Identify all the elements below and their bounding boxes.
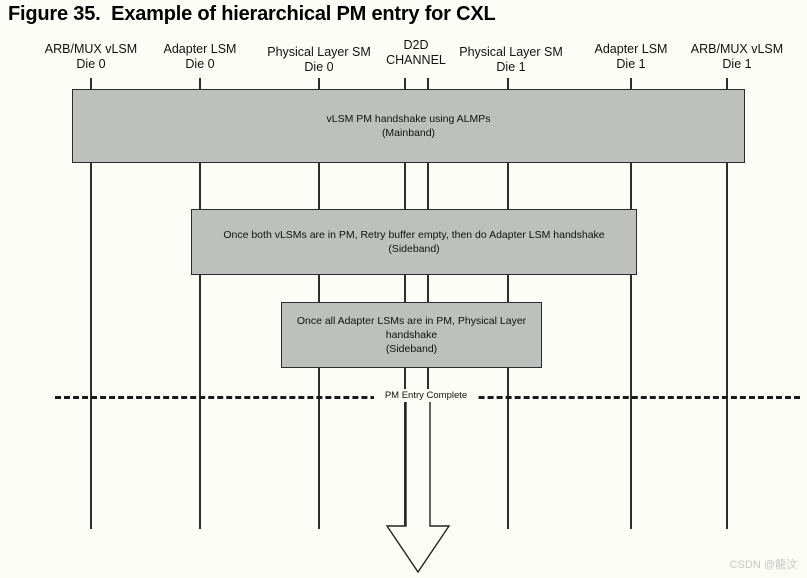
lifeline-adapter-lsm-die1: [630, 78, 632, 529]
column-header-line2: Die 1: [722, 57, 752, 71]
message-box-title: Once all Adapter LSMs are in PM, Physica…: [296, 315, 527, 341]
column-header-line1: Adapter LSM: [594, 42, 668, 56]
message-box-title: Once both vLSMs are in PM, Retry buffer …: [223, 229, 605, 241]
pm-entry-down-arrow-icon: [385, 398, 451, 574]
column-header-line1: Physical Layer SM: [267, 45, 371, 59]
lifeline-arb-mux-vlsm-die1: [726, 78, 728, 529]
column-header-line1: ARB/MUX vLSM: [44, 42, 138, 56]
pm-entry-complete-label: PM Entry Complete: [374, 389, 478, 402]
lifeline-adapter-lsm-die0: [199, 78, 201, 529]
column-header-line2: Die 1: [496, 60, 526, 74]
column-header-line2: Die 0: [304, 60, 334, 74]
page-title: Figure 35. Example of hierarchical PM en…: [8, 3, 496, 25]
adapter-lsm-handshake-box: Once both vLSMs are in PM, Retry buffer …: [191, 209, 637, 275]
message-box-title: vLSM PM handshake using ALMPs: [326, 113, 491, 125]
message-box-subtitle: (Sideband): [388, 243, 440, 255]
column-header-line2: Die 1: [616, 57, 646, 71]
message-box-subtitle: (Sideband): [385, 343, 438, 355]
physical-layer-handshake-box: Once all Adapter LSMs are in PM, Physica…: [281, 302, 542, 368]
column-header-line1: D2D: [403, 38, 429, 52]
column-header-line1: ARB/MUX vLSM: [690, 42, 784, 56]
column-header-line2: Die 0: [76, 57, 106, 71]
column-header-line2: CHANNEL: [386, 53, 446, 67]
column-header-line2: Die 0: [185, 57, 215, 71]
column-header-line1: Physical Layer SM: [459, 45, 563, 59]
lifeline-arb-mux-vlsm-die0: [90, 78, 92, 529]
csdn-watermark: CSDN @龍汶: [729, 559, 797, 571]
message-box-subtitle: (Mainband): [381, 127, 436, 139]
vlsm-pm-handshake-box: vLSM PM handshake using ALMPs (Mainband): [72, 89, 745, 163]
column-header-line1: Adapter LSM: [163, 42, 237, 56]
